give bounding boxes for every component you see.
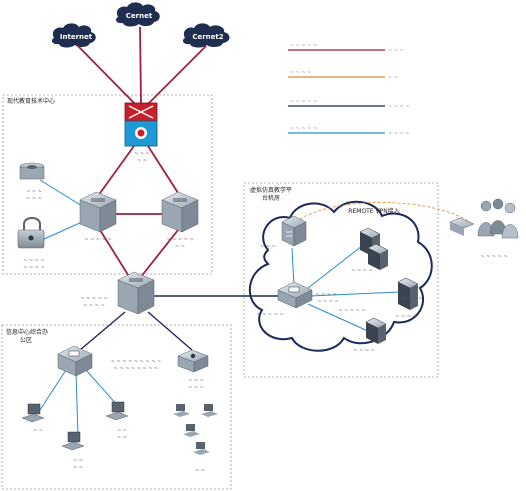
laptops-label: ~ ~ bbox=[195, 468, 205, 474]
wireless-laptops-icon[interactable] bbox=[173, 404, 218, 455]
dc-srv2-label: ~ ~ ~ ~ bbox=[395, 314, 417, 320]
link-dc-srv3 bbox=[307, 303, 371, 333]
agg-label: ~ ~ ~ ~ ~ bbox=[80, 296, 107, 302]
legend: ~ ~ ~ ~ ~ ~ ~ ~ ~ ~ ~ ~ ~ ~ ~ ~ ~ ~ ~ ~ … bbox=[288, 43, 410, 137]
egress-label: ~ ~ ~ bbox=[134, 151, 150, 157]
link-srv3-core bbox=[41, 221, 83, 241]
legend-access-label: ~ ~ ~ ~ ~ bbox=[290, 126, 317, 132]
agg-label-2: ~ ~ ~ ~ bbox=[83, 303, 105, 309]
pc5-label: ~ ~ bbox=[117, 435, 127, 441]
datacenter-cloud bbox=[248, 200, 433, 352]
legend-access-value: ~ ~ ~ ~ bbox=[388, 131, 410, 137]
pc1-label: ~ ~ bbox=[33, 428, 43, 434]
egress-firewall-icon[interactable] bbox=[124, 102, 158, 147]
legend-core-value: ~ ~ ~ bbox=[388, 48, 404, 54]
cernet-label: Cernet bbox=[126, 12, 153, 20]
core-right-label: ~ ~ ~ ~ ~ bbox=[166, 237, 193, 243]
legend-gig-label: ~ ~ ~ ~ ~ bbox=[290, 99, 317, 105]
trunk-links bbox=[79, 295, 282, 351]
cernet-cloud: Cernet bbox=[115, 2, 160, 27]
egress-label-2: ~ ~ bbox=[137, 158, 147, 164]
dc-srv4-label: ~ ~ ~ ~ bbox=[401, 296, 423, 302]
dc-srv3-label: ~ ~ ~ ~ bbox=[353, 348, 375, 354]
region-office-title-1: 信息中心综合办 bbox=[6, 328, 48, 336]
core-right-label-2: ~ ~ bbox=[175, 244, 185, 250]
aggregation-switch-icon[interactable] bbox=[117, 271, 155, 315]
region-datacenter-title-1: 虚拟仿真教学平 bbox=[250, 186, 292, 194]
link-coreright-agg bbox=[139, 229, 179, 279]
region-office-title-2: 公区 bbox=[20, 337, 32, 344]
server-disk-icon[interactable] bbox=[19, 162, 45, 180]
legend-core-label: ~ ~ ~ ~ ~ bbox=[290, 43, 317, 49]
office-pc-3-icon[interactable] bbox=[105, 401, 129, 421]
dc-srv1-label: ~ ~ ~ ~ bbox=[351, 268, 373, 274]
region-datacenter-title-2: 台机房 bbox=[262, 194, 280, 202]
remote-users-icon[interactable] bbox=[449, 198, 519, 239]
link-sw-pc3 bbox=[85, 369, 119, 407]
legend-vpn-label: ~ ~ ~ ~ bbox=[290, 70, 312, 76]
dc-server-1-icon[interactable] bbox=[359, 227, 389, 270]
core-switch-right-icon[interactable] bbox=[161, 191, 199, 233]
vpn-tunnel-arc bbox=[295, 202, 471, 223]
legend-vpn-value: ~ ~ bbox=[388, 75, 398, 81]
office-access-switch-icon[interactable] bbox=[57, 345, 93, 377]
dc-link-label-1: ~ ~ ~ ~ bbox=[315, 292, 337, 298]
legend-gig-value: ~ ~ ~ ~ bbox=[388, 104, 410, 110]
wireless-controller-icon[interactable] bbox=[177, 349, 209, 373]
left-srv-label-3: ~ ~ ~ ~ bbox=[23, 258, 45, 264]
pc3-label: ~ ~ bbox=[73, 465, 83, 471]
left-srv-label-4: ~ ~ ~ ~ bbox=[23, 265, 45, 271]
internet-label: Internet bbox=[60, 33, 93, 41]
region-center-box bbox=[2, 94, 213, 275]
link-cernet-egress bbox=[139, 26, 142, 105]
link-dc-srv2 bbox=[309, 291, 401, 297]
access-sw-label-1: ~ ~ ~ ~ ~ ~ ~ ~ ~ bbox=[111, 359, 161, 365]
link-dc-gw bbox=[291, 247, 295, 287]
vpn-gateway-icon[interactable] bbox=[281, 215, 307, 247]
link-cernet2-egress bbox=[145, 45, 207, 107]
link-internet-egress bbox=[77, 45, 138, 107]
left-srv-label-2: ~ ~ ~ bbox=[26, 196, 42, 202]
dc-sw-label-1: ~ ~ ~ ~ ~ bbox=[256, 312, 283, 318]
left-srv-label-1: ~ ~ ~ bbox=[26, 189, 42, 195]
dc-link-label-2: ~ ~ ~ ~ ~ bbox=[338, 308, 365, 314]
wireless-label-2: ~ ~ ~ bbox=[188, 385, 204, 391]
region-center-title: 现代教育技术中心 bbox=[7, 97, 55, 105]
internet-cloud: Internet bbox=[51, 23, 96, 48]
link-egress-coreleft bbox=[97, 145, 135, 197]
vpn-gw-label: ~ ~ ~ bbox=[260, 244, 276, 250]
dc-server-3-icon[interactable] bbox=[365, 317, 387, 344]
cernet2-label: Cernet2 bbox=[192, 33, 223, 41]
link-sw-pc1 bbox=[39, 369, 67, 411]
link-egress-coreright bbox=[147, 145, 181, 197]
dc-server-2-icon[interactable] bbox=[397, 277, 419, 310]
region-office-box bbox=[1, 324, 232, 490]
link-agg-office-sw bbox=[79, 311, 126, 351]
pc4-label: ~ ~ bbox=[117, 428, 127, 434]
link-dc-srv1 bbox=[307, 245, 363, 289]
link-sw-pc2 bbox=[75, 371, 79, 437]
link-srv1-core bbox=[39, 179, 83, 207]
region-datacenter-box bbox=[243, 182, 439, 378]
pc2-label: ~ ~ bbox=[73, 458, 83, 464]
wireless-label-1: ~ ~ ~ bbox=[188, 378, 204, 384]
access-sw-label-2: ~ ~ ~ ~ ~ ~ ~ ~ bbox=[114, 366, 159, 372]
link-coreleft-agg bbox=[99, 229, 131, 279]
datacenter-switch-icon[interactable] bbox=[277, 281, 313, 309]
office-pc-1-icon[interactable] bbox=[21, 403, 45, 423]
link-agg-wireless bbox=[147, 311, 193, 351]
dc-sw-label-2: ~ ~ ~ ~ bbox=[317, 299, 339, 305]
security-lock-icon[interactable] bbox=[17, 217, 45, 249]
core-switch-left-icon[interactable] bbox=[79, 191, 117, 233]
remote-users-label: ~ ~ ~ ~ ~ bbox=[480, 254, 507, 260]
cernet2-cloud: Cernet2 bbox=[182, 23, 230, 48]
core-left-label: ~ ~ ~ ~ ~ bbox=[84, 237, 111, 243]
core-links bbox=[77, 26, 207, 279]
access-links bbox=[39, 179, 401, 437]
office-pc-2-icon[interactable] bbox=[61, 431, 85, 451]
vpn-label: REMOTE VPN接入 bbox=[348, 207, 399, 215]
